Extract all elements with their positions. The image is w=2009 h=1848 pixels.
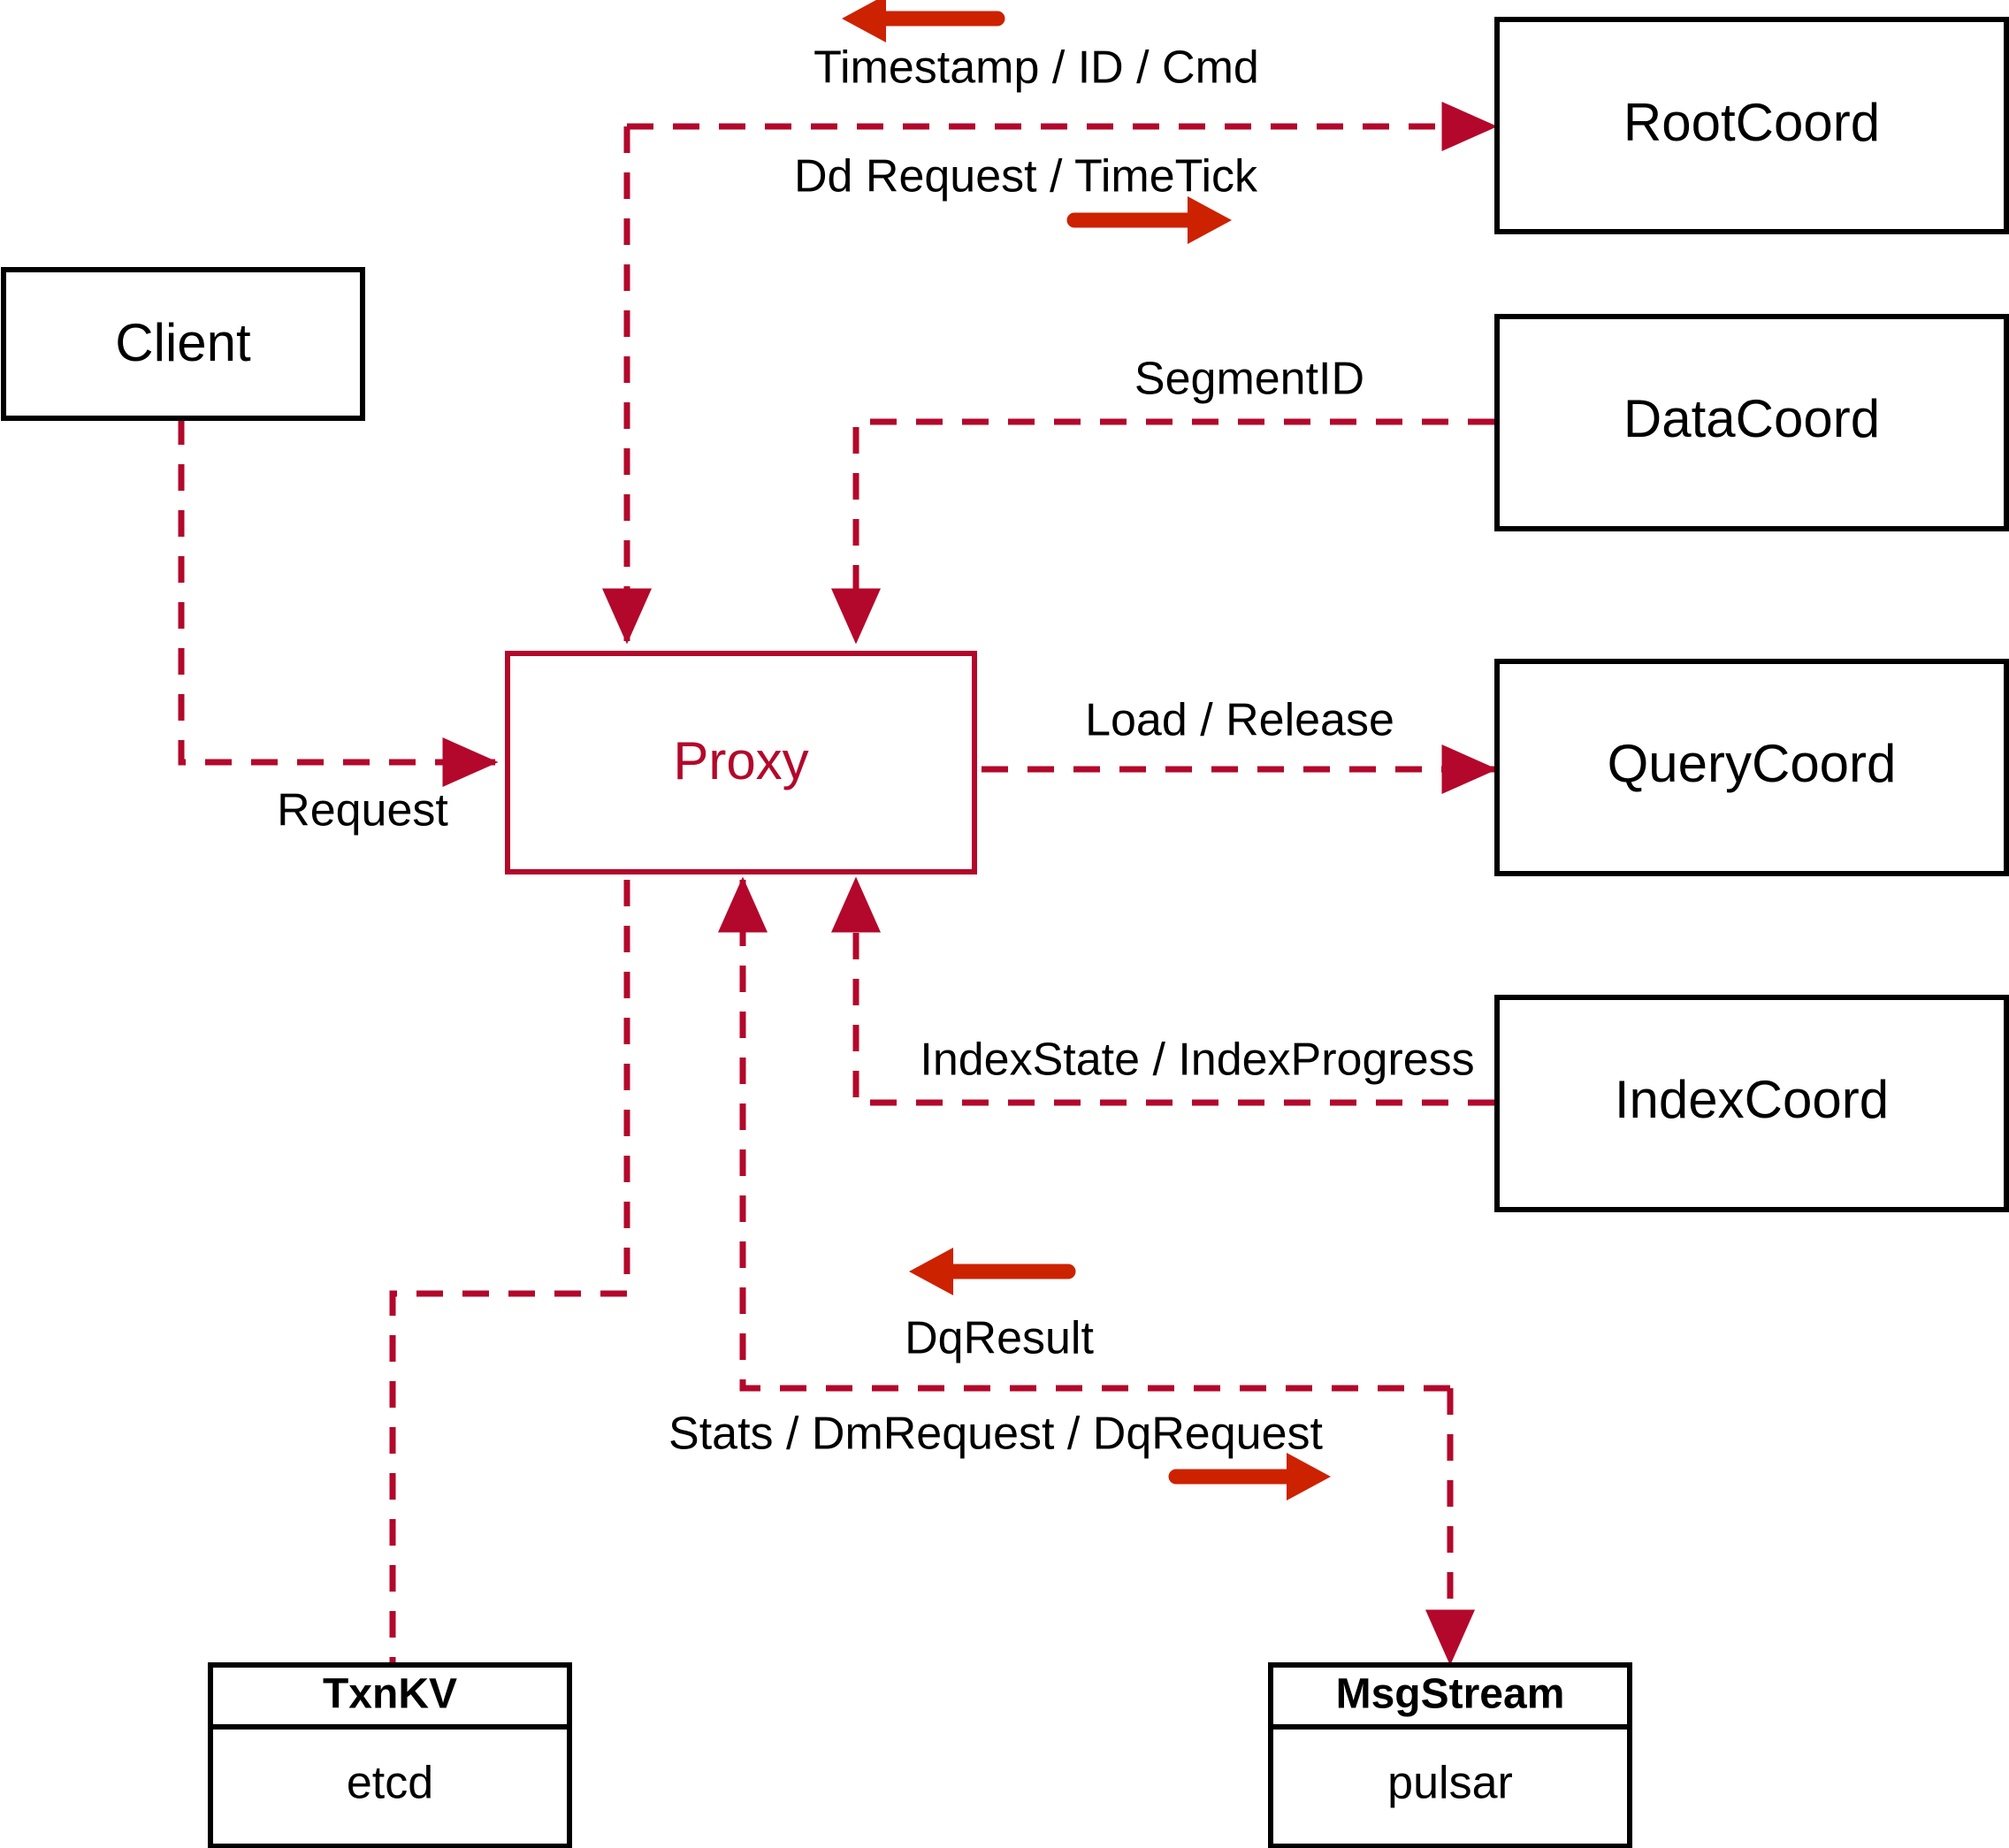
node-msgstream-box <box>1268 1662 1632 1848</box>
node-proxy-label: Proxy <box>673 731 808 790</box>
node-msgstream-sublabel: pulsar <box>1387 1758 1513 1809</box>
node-proxy[interactable]: Proxy <box>505 651 977 874</box>
node-rootcoord[interactable]: RootCoord <box>1494 17 2009 234</box>
node-msgstream-label: MsgStream <box>1336 1671 1565 1718</box>
node-client-label: Client <box>115 313 251 372</box>
node-querycoord-label: QueryCoord <box>1608 734 1897 793</box>
edge-msgstream-proxy <box>718 876 1450 1392</box>
node-txnkv-sublabel: etcd <box>347 1758 433 1809</box>
arrow-timestamp-left <box>842 0 1005 42</box>
edge-label-dqresult: DqResult <box>905 1313 1094 1364</box>
node-indexcoord-label: IndexCoord <box>1615 1070 1889 1129</box>
arrow-ddrequest-right <box>1066 196 1232 244</box>
node-datacoord-label: DataCoord <box>1623 389 1880 448</box>
node-datacoord[interactable]: DataCoord <box>1494 314 2009 531</box>
edge-label-dd-request-timetick: Dd Request / TimeTick <box>794 151 1258 202</box>
node-indexcoord[interactable]: IndexCoord <box>1494 995 2009 1212</box>
edge-datacoord-proxy <box>831 418 1494 645</box>
edge-client-proxy <box>178 418 499 787</box>
node-client-box <box>1 267 365 421</box>
node-client[interactable]: Client <box>1 267 365 421</box>
node-txnkv-label: TxnKV <box>323 1671 457 1718</box>
edge-label-timestamp-id-cmd: Timestamp / ID / Cmd <box>814 42 1259 94</box>
edge-proxy-txnkv <box>389 880 630 1662</box>
edge-label-indexstate-indexprogress: IndexState / IndexProgress <box>920 1035 1474 1086</box>
node-txnkv[interactable]: TxnKV etcd <box>208 1662 572 1848</box>
node-txnkv-box <box>208 1662 572 1848</box>
node-querycoord-box <box>1494 659 2009 876</box>
node-indexcoord-box <box>1494 995 2009 1212</box>
node-querycoord[interactable]: QueryCoord <box>1494 659 2009 876</box>
edge-label-load-release: Load / Release <box>1085 695 1394 746</box>
arrow-dqrequest-right <box>1168 1453 1331 1501</box>
node-rootcoord-box <box>1494 17 2009 234</box>
node-datacoord-box <box>1494 314 2009 531</box>
node-proxy-box <box>505 651 977 874</box>
edge-label-request: Request <box>277 785 448 836</box>
edge-label-stats-dmrequest-dqrequest: Stats / DmRequest / DqRequest <box>668 1409 1323 1460</box>
node-rootcoord-label: RootCoord <box>1623 93 1880 152</box>
edge-indexcoord-proxy <box>831 876 1494 1106</box>
arrow-dqresult-left <box>909 1248 1076 1295</box>
node-msgstream[interactable]: MsgStream pulsar <box>1268 1662 1632 1848</box>
edge-label-segmentid: SegmentID <box>1134 354 1364 405</box>
